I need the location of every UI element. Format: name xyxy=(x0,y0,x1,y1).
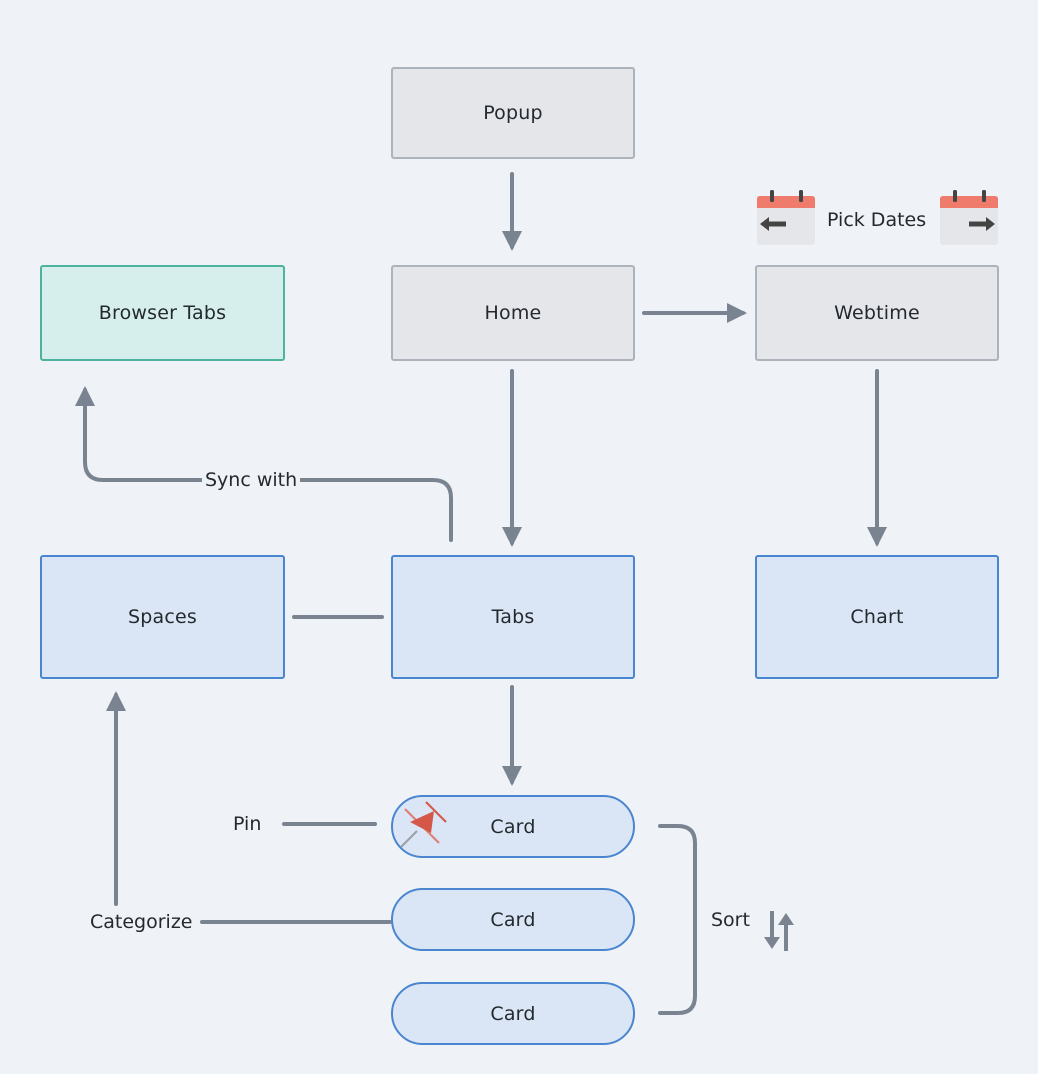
calendar-arrow-left-icon[interactable] xyxy=(756,190,816,246)
edge-label-sort: Sort xyxy=(708,908,753,932)
node-home[interactable]: Home xyxy=(391,265,635,361)
node-tabs[interactable]: Tabs xyxy=(391,555,635,679)
calendar-arrow-right-icon[interactable] xyxy=(939,190,999,246)
edge-label-pin: Pin xyxy=(230,812,265,836)
node-tabs-label: Tabs xyxy=(491,606,535,628)
node-home-label: Home xyxy=(484,302,542,324)
node-popup[interactable]: Popup xyxy=(391,67,635,159)
node-card[interactable]: Card xyxy=(391,888,635,951)
edge-label-categorize: Categorize xyxy=(87,910,196,934)
node-card-3-label: Card xyxy=(490,1002,536,1025)
edge-label-sync-with: Sync with xyxy=(202,468,301,492)
pushpin-icon xyxy=(400,801,447,848)
node-card-1-label: Card xyxy=(490,815,536,838)
node-webtime-label: Webtime xyxy=(834,302,920,324)
edge-sort-bracket xyxy=(658,824,697,1015)
label-pick-dates: Pick Dates xyxy=(824,208,930,232)
sort-arrows-icon xyxy=(764,911,794,951)
node-webtime[interactable]: Webtime xyxy=(755,265,999,361)
node-chart-label: Chart xyxy=(850,606,904,628)
node-popup-label: Popup xyxy=(483,102,543,124)
node-card[interactable]: Card xyxy=(391,982,635,1045)
edge-tabs-browser-tabs xyxy=(75,386,453,542)
node-browser-tabs[interactable]: Browser Tabs xyxy=(40,265,285,361)
node-spaces[interactable]: Spaces xyxy=(40,555,285,679)
node-browser-tabs-label: Browser Tabs xyxy=(98,302,227,324)
node-chart[interactable]: Chart xyxy=(755,555,999,679)
node-card-2-label: Card xyxy=(490,908,536,931)
node-spaces-label: Spaces xyxy=(128,606,197,628)
